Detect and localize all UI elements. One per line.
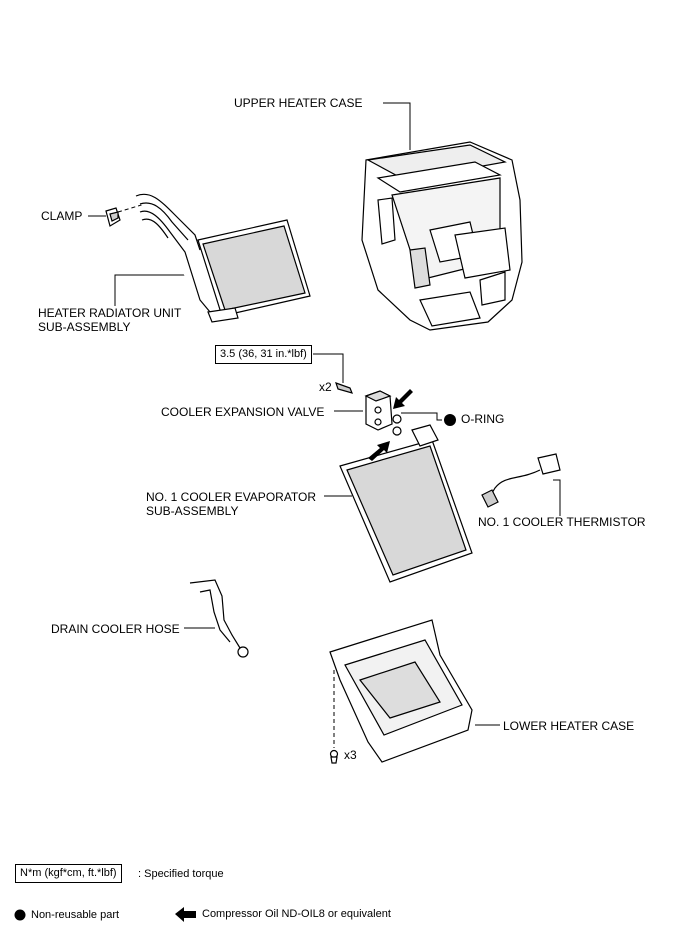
label-clamp: CLAMP [41,209,83,223]
label-heater-radiator-1: HEATER RADIATOR UNIT [38,306,182,320]
label-thermistor: NO. 1 COOLER THERMISTOR [478,515,646,529]
o-ring-nonreusable-dot [444,414,456,426]
leader-o-ring [401,412,442,421]
upper-heater-case [361,141,523,331]
leader-heater-radiator [114,274,185,306]
leader-torque [313,353,344,383]
oil-arrow-lower [368,441,390,461]
label-upper-heater-case: UPPER HEATER CASE [234,96,363,110]
torque-spec-box: 3.5 (36, 31 in.*lbf) [215,345,312,364]
label-lower-heater-case: LOWER HEATER CASE [503,719,635,733]
label-o-ring: O-RING [461,412,505,426]
label-cooler-expansion-valve: COOLER EXPANSION VALVE [161,405,325,419]
label-heater-radiator-2: SUB-ASSEMBLY [38,320,131,334]
thermistor-part [481,453,561,508]
legend-torque-unit-box: N*m (kgf*cm, ft.*lbf) [15,864,122,883]
legend-non-reusable: Non-reusable part [31,909,120,921]
drain-hose-part [189,579,249,658]
label-evaporator-2: SUB-ASSEMBLY [146,504,239,518]
label-evaporator-1: NO. 1 COOLER EVAPORATOR [146,490,317,504]
legend-oil-arrow-icon [175,907,196,922]
legend-nonreusable-dot [14,909,26,921]
leader-thermistor [553,479,561,516]
clamp-part [105,207,121,227]
label-x2: x2 [319,380,332,394]
label-drain-cooler-hose: DRAIN COOLER HOSE [51,622,180,636]
legend-torque-desc: : Specified torque [138,868,224,880]
label-x3: x3 [344,748,357,762]
heater-radiator-part [135,193,311,323]
legend-compressor-oil: Compressor Oil ND-OIL8 or equivalent [202,908,391,920]
oil-arrow-upper [393,389,413,409]
evaporator-part [339,424,473,583]
lower-heater-case-part [329,619,473,764]
expansion-valve-part [335,382,402,436]
leader-upper-case [383,102,411,150]
